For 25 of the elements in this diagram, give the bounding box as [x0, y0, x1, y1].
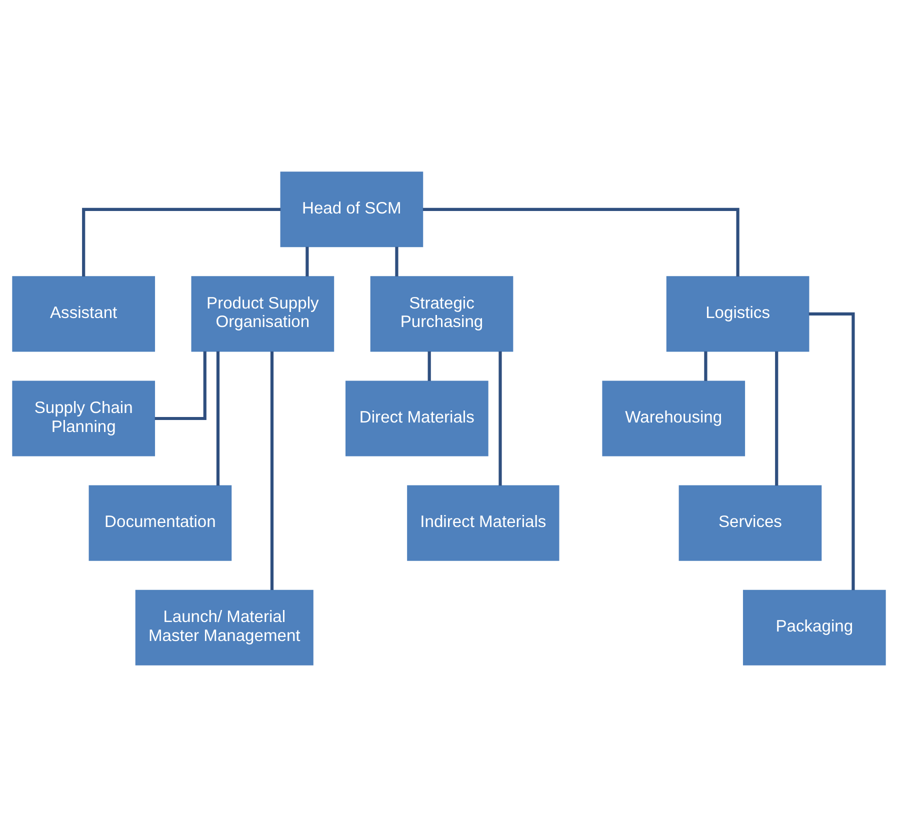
connector: [216, 350, 220, 486]
node-box: Indirect Materials: [407, 484, 560, 560]
connector: [808, 312, 855, 590]
connector: [82, 207, 281, 276]
node-box: Logistics: [666, 276, 810, 352]
connector: [154, 350, 206, 420]
connector: [395, 246, 398, 276]
connector: [422, 207, 740, 276]
connector: [704, 350, 708, 380]
connector: [775, 350, 778, 486]
connector: [306, 246, 309, 276]
node-box: Launch/ Material Master Management: [135, 589, 314, 665]
node-box: Documentation: [88, 484, 232, 560]
connector: [270, 350, 274, 590]
connector: [498, 350, 502, 486]
node-box: Packaging: [742, 589, 886, 665]
node-box: Head of SCM: [280, 171, 424, 247]
node-box: Assistant: [12, 276, 156, 352]
node-box: Warehousing: [602, 380, 746, 456]
node-box: Supply Chain Planning: [12, 380, 156, 456]
node-box: Strategic Purchasing: [370, 276, 514, 352]
node-box: Services: [678, 484, 822, 560]
node-box: Product Supply Organisation: [191, 276, 334, 352]
node-box: Direct Materials: [345, 380, 488, 456]
connector: [428, 350, 431, 380]
